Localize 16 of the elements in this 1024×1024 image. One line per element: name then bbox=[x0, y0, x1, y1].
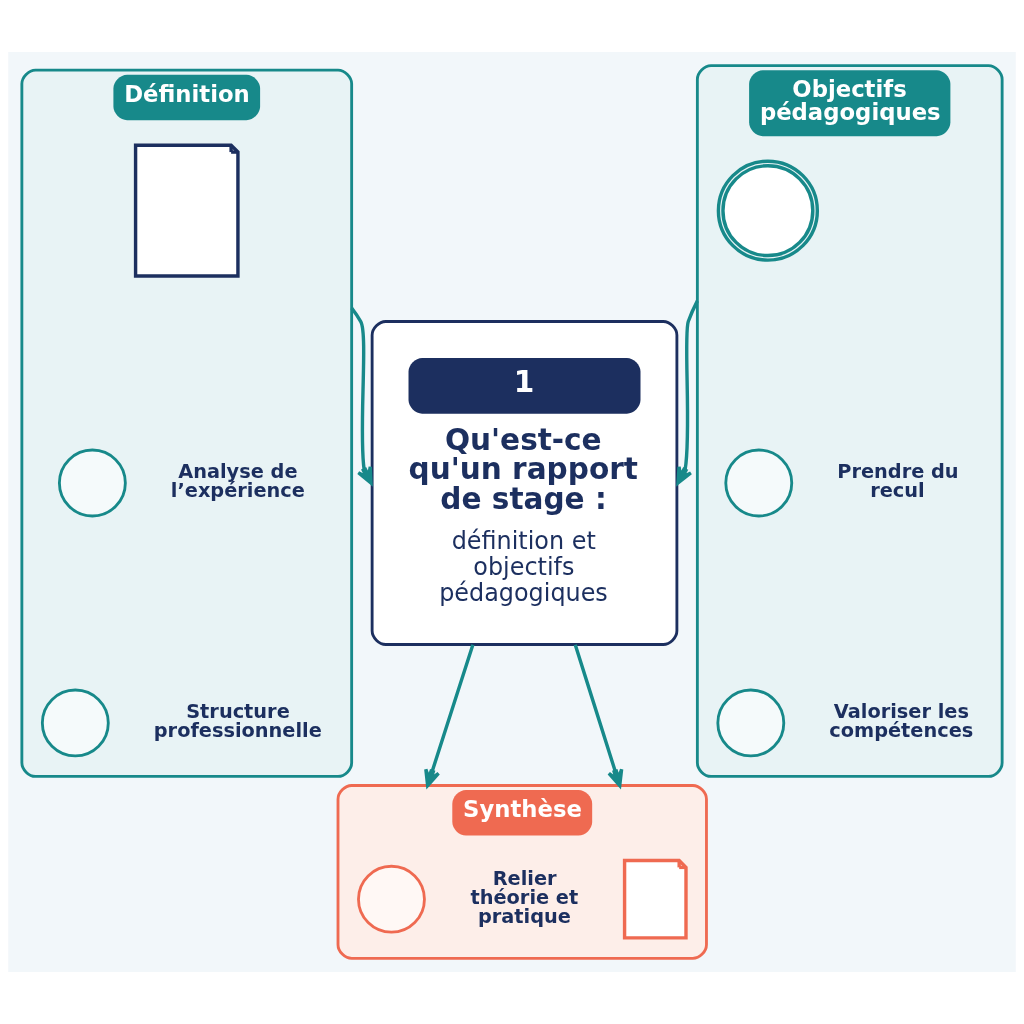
node-label: Relier théorie et pratique bbox=[470, 866, 579, 929]
arrow bbox=[676, 300, 699, 485]
node-circle bbox=[40, 688, 110, 758]
node-circle bbox=[57, 448, 127, 518]
arrow bbox=[573, 644, 624, 788]
node-label: Analyse de l’expérience bbox=[170, 460, 305, 503]
node-label: Structure professionnelle bbox=[153, 699, 322, 743]
arrow bbox=[350, 307, 373, 485]
node-label: Prendre du recul bbox=[837, 460, 959, 503]
node-box: 1 Qu'est-ce qu'un rapport de stage : définition et objectifs pédagogiques bbox=[370, 320, 679, 646]
node-circle bbox=[357, 864, 426, 934]
node-circle bbox=[716, 688, 786, 758]
node-circle bbox=[724, 448, 794, 518]
node-picture bbox=[716, 159, 820, 262]
arrow bbox=[424, 644, 475, 788]
node-label: Valoriser les compétences bbox=[829, 699, 974, 743]
